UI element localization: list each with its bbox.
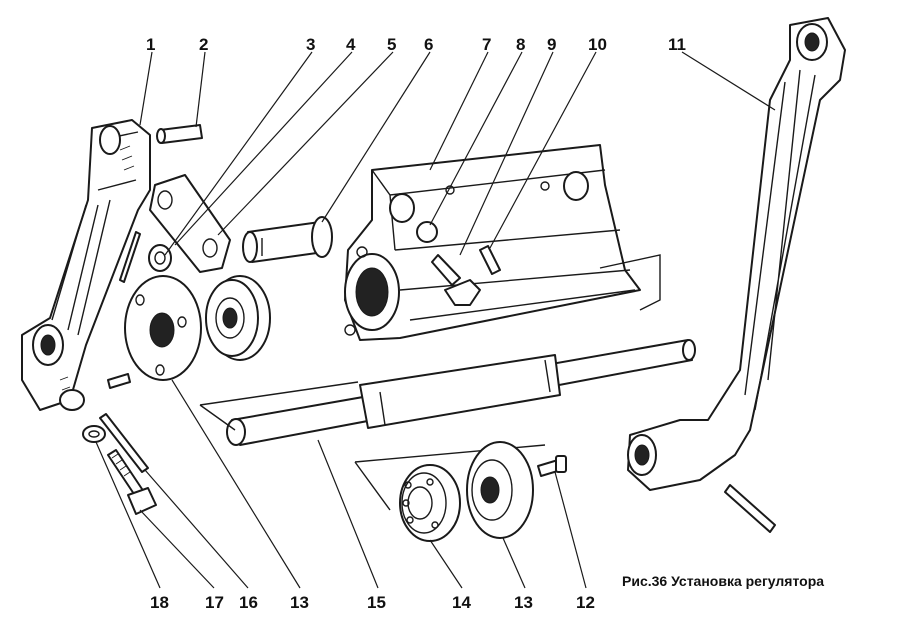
- label-part-10: 10: [588, 35, 607, 54]
- label-part-11: 11: [668, 35, 686, 54]
- part-2-pin: [156, 124, 203, 144]
- part-15-shaft: [226, 339, 696, 446]
- part-4-washer: [148, 244, 172, 272]
- part-small-screw: [107, 373, 131, 389]
- part-10-pin: [479, 245, 501, 275]
- bearing-left: [205, 275, 271, 361]
- label-part-1: 1: [146, 35, 155, 54]
- label-part-18: 18: [150, 593, 169, 612]
- figure-caption: Рис.36 Установка регулятора: [622, 573, 825, 589]
- part-13-flange-left: [124, 275, 202, 381]
- part-1-link-arm: [21, 119, 151, 411]
- part-5-lever-plate: [149, 174, 231, 273]
- label-part-13-left: 13: [290, 593, 309, 612]
- leader-lines: [95, 51, 776, 589]
- part-18-washer: [82, 425, 106, 443]
- part-16-pin: [99, 413, 149, 473]
- label-part-8: 8: [516, 35, 525, 54]
- label-part-6: 6: [424, 35, 433, 54]
- part-9-bolt: [431, 254, 481, 306]
- part-12-screw: [537, 455, 567, 477]
- label-part-7: 7: [482, 35, 491, 54]
- label-part-12: 12: [576, 593, 595, 612]
- label-part-16: 16: [239, 593, 258, 612]
- label-part-9: 9: [547, 35, 556, 54]
- label-part-17: 17: [205, 593, 224, 612]
- label-part-3: 3: [306, 35, 315, 54]
- label-part-2: 2: [199, 35, 208, 54]
- label-part-15: 15: [367, 593, 386, 612]
- label-part-13-right: 13: [514, 593, 533, 612]
- part-3-cotter-pin: [119, 231, 141, 283]
- label-part-4: 4: [346, 35, 356, 54]
- part-6-pin-bolt: [242, 216, 333, 263]
- label-part-14: 14: [452, 593, 471, 612]
- part-13-flange-cap: [466, 441, 534, 539]
- label-part-5: 5: [387, 35, 396, 54]
- part-17-bolt: [107, 449, 157, 515]
- part-11-long-lever: [627, 17, 846, 533]
- part-14-bearing: [399, 464, 461, 542]
